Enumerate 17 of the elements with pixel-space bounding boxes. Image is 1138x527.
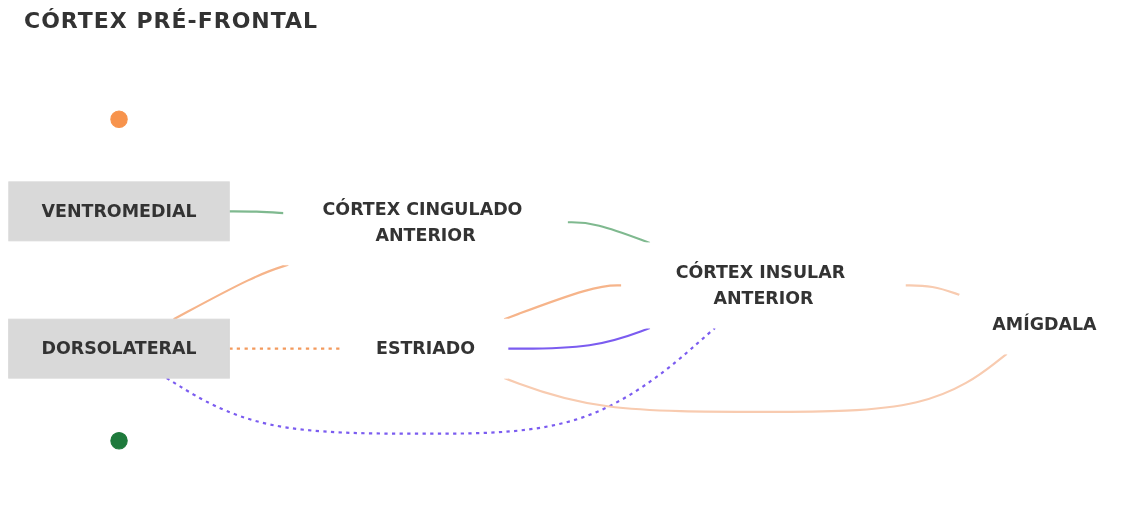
connector: [503, 284, 622, 321]
connector: [507, 326, 651, 350]
connector: [503, 353, 1008, 413]
node-text: CÓRTEX INSULAR ANTERIOR: [675, 261, 846, 309]
connector: [229, 210, 284, 215]
node-text: AMÍGDALA: [992, 313, 1097, 335]
connector: [567, 221, 651, 244]
connector: [905, 284, 961, 296]
connector: [166, 327, 716, 435]
node-text: ESTRIADO: [376, 337, 476, 359]
node-box: VENTROMEDIAL: [8, 181, 230, 242]
group-heading: CÓRTEX PRÉ-FRONTAL: [24, 8, 320, 33]
connector: [173, 263, 289, 321]
node-text: CÓRTEX CINGULADO ANTERIOR: [322, 198, 523, 246]
node-circle: [110, 110, 128, 128]
node-box: DORSOLATERAL: [8, 318, 230, 379]
node-circle: [110, 432, 128, 450]
